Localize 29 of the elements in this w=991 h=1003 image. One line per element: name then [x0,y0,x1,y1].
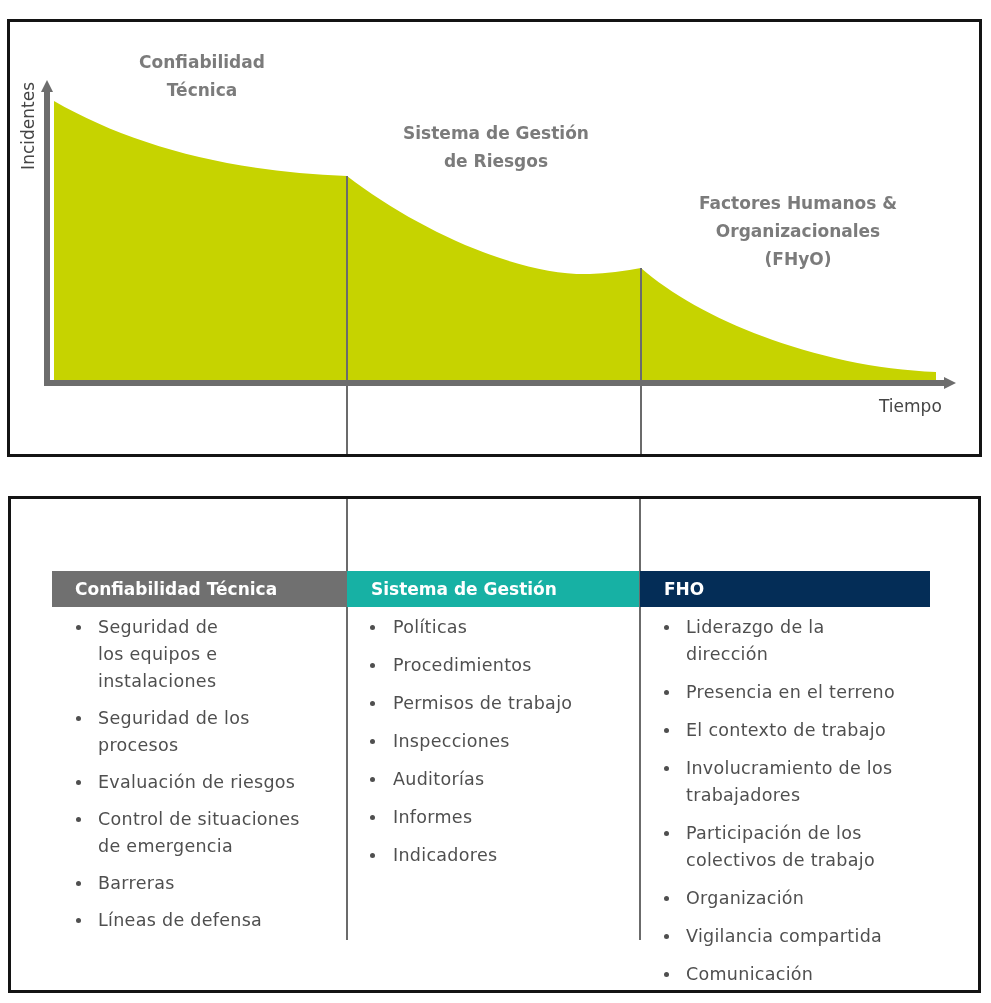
list-item: Participación de los colectivos de trabajo [686,822,876,872]
list-item: Líneas de defensa [98,909,264,932]
list-item: Presencia en el terreno [686,681,896,704]
list-item: Vigilancia compartida [686,925,884,948]
list-item: El contexto de trabajo [686,719,887,742]
list-item: Barreras [98,872,176,895]
list-item: Seguridad de los equipos e instalaciones [98,616,220,693]
list-item: Organización [686,887,806,910]
list-item: Evaluación de riesgos [98,771,297,794]
list-item: Políticas [393,616,469,639]
header-band: Sistema de Gestión [347,571,639,607]
list-item: Control de situaciones de emergencia [98,808,301,858]
list-item: Inspecciones [393,730,511,753]
axis-title: Tiempo [879,396,942,416]
list-item: Comunicación [686,963,815,986]
list-item: Auditorías [393,768,486,791]
list-item: Liderazgo de la dirección [686,616,826,666]
list-item: Involucramiento de los trabajadores [686,757,894,807]
list-item: Seguridad de los procesos [98,707,251,757]
header-band: Confiabilidad Técnica [52,571,347,607]
list-item: Permisos de trabajo [393,692,574,715]
axis-title: Incidentes [18,82,38,170]
list-item: Procedimientos [393,654,533,677]
header-band: FHO [640,571,930,607]
phase-label: Factores Humanos & Organizacionales (FHyO) [697,192,899,271]
list-item: Indicadores [393,844,499,867]
phase-label: Confiabilidad Técnica [138,51,266,102]
list-item: Informes [393,806,474,829]
phase-label: Sistema de Gestión de Riesgos [402,122,590,173]
